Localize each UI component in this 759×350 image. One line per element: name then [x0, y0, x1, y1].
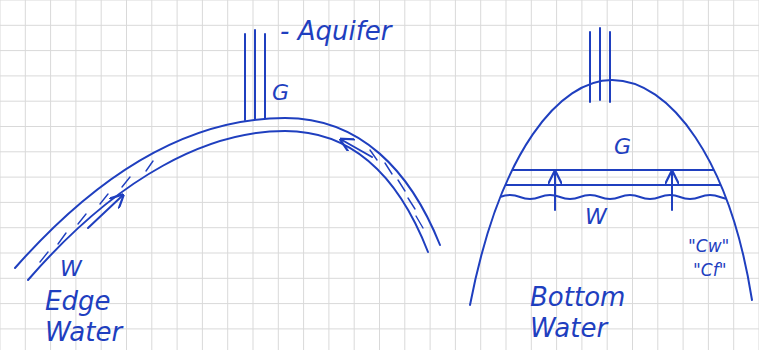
- anticline-top: [15, 118, 440, 268]
- drive-title: Bottom Water: [530, 282, 655, 344]
- compressibility-label: "Cw": [688, 236, 729, 256]
- flow-arrow: [554, 173, 556, 210]
- wells: [245, 30, 265, 120]
- wells: [590, 28, 610, 102]
- dome: [470, 80, 752, 305]
- water-label: W: [60, 256, 82, 282]
- aquifer-base: [28, 131, 428, 280]
- flow-arrow: [342, 140, 372, 157]
- drive-title: Edge Water: [45, 286, 163, 348]
- compressibility-label: "Cf": [693, 260, 727, 280]
- contacts: [460, 170, 759, 199]
- flow-arrow: [88, 196, 122, 228]
- flow-arrow: [671, 173, 673, 210]
- gas-label: G: [614, 134, 631, 160]
- aquifer-hatch: [40, 150, 423, 262]
- aquifer-label: - Aquifer: [280, 16, 391, 47]
- water-label: W: [585, 204, 607, 230]
- gas-label: G: [272, 80, 289, 106]
